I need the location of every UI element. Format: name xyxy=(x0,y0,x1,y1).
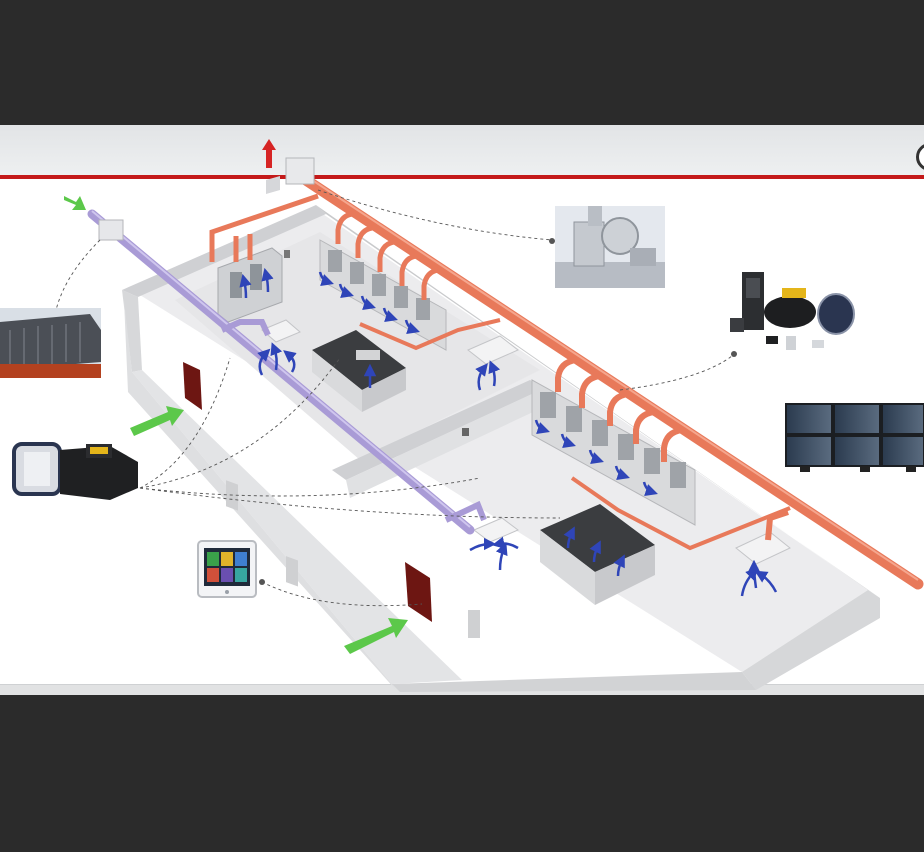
door-icon xyxy=(405,562,432,622)
header-accent-line xyxy=(0,175,924,179)
lab-bench-lower xyxy=(540,504,655,605)
leader-lines xyxy=(53,189,733,607)
door-icon xyxy=(183,362,202,410)
airflow-arrows xyxy=(239,267,778,597)
front-wall xyxy=(122,290,142,372)
exhaust-air-duct xyxy=(209,157,924,590)
supply-air-box xyxy=(98,219,124,241)
exhaust-air-box xyxy=(285,157,315,185)
supply-air-duct xyxy=(87,209,487,535)
back-wall xyxy=(122,205,326,297)
lab-bench-upper xyxy=(312,330,406,412)
cooling-tower-icon xyxy=(0,308,101,378)
controller-kit-icon xyxy=(730,272,855,350)
touch-panel-icon xyxy=(197,540,257,598)
slide-header xyxy=(0,125,924,177)
exhaust-fan-icon xyxy=(555,206,665,288)
venturi-valve-icon xyxy=(12,442,138,500)
monitor-wall-icon xyxy=(785,403,924,472)
supply-diffuser xyxy=(261,319,791,565)
exhaust-outlet-arrow xyxy=(262,139,276,168)
outdoor-air-intake-arrow xyxy=(64,196,408,654)
